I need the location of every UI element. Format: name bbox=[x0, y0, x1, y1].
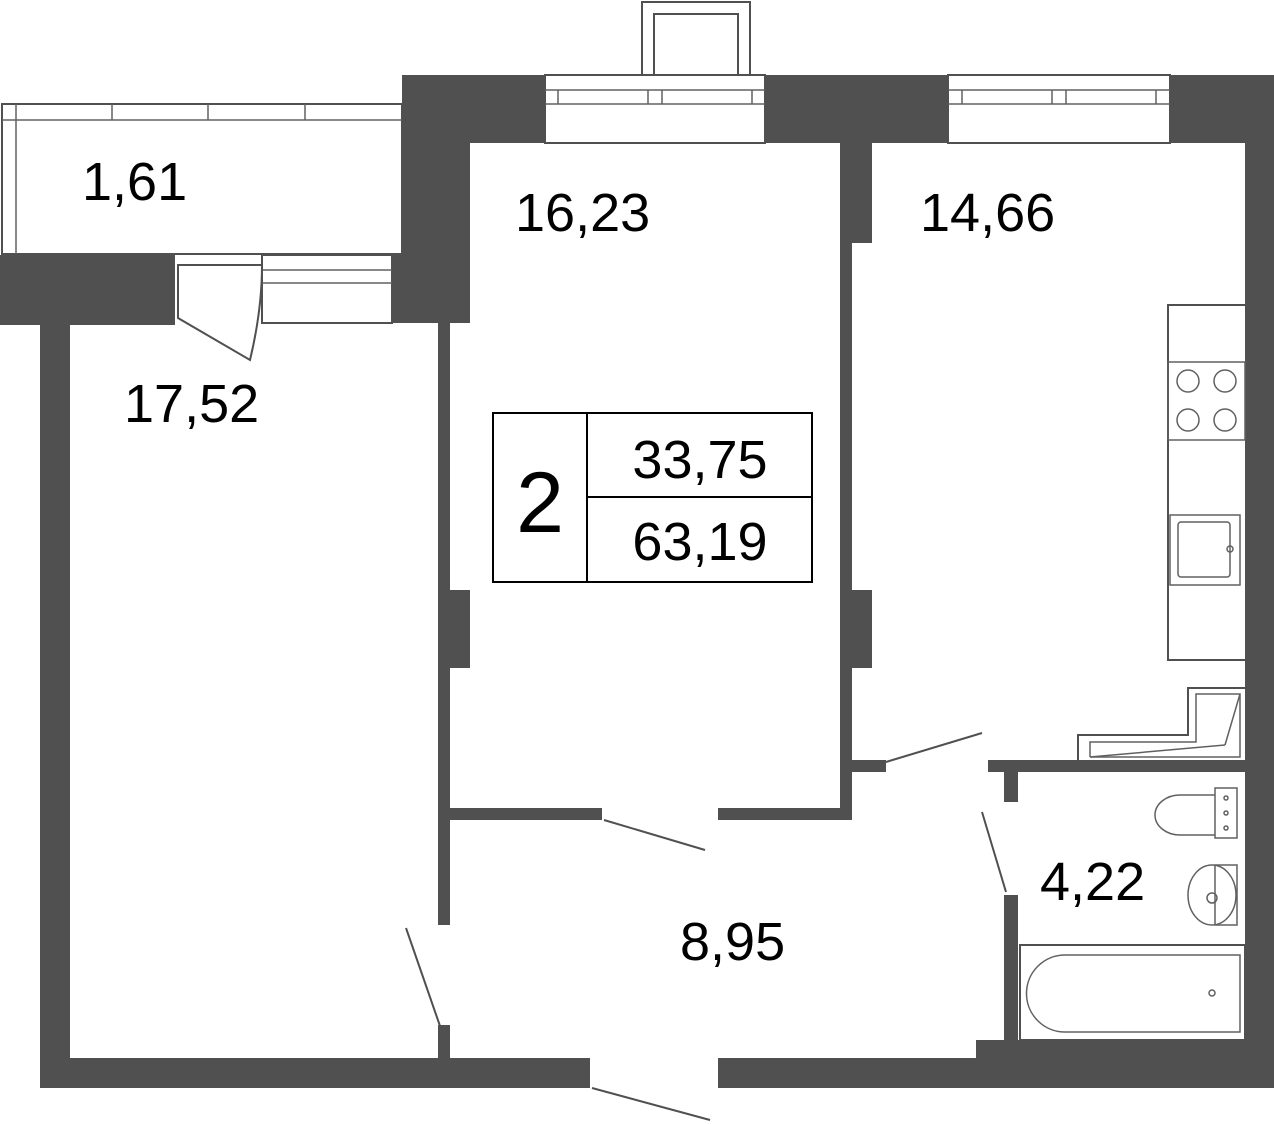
ventilation-shaft bbox=[1077, 687, 1245, 760]
kitchen-area-label: 14,66 bbox=[920, 183, 1055, 243]
walls bbox=[0, 75, 1274, 1088]
living-area-label: 17,52 bbox=[124, 374, 259, 434]
bathroom-fixtures bbox=[1019, 787, 1246, 1041]
balcony bbox=[1, 103, 403, 255]
area-summary-table bbox=[492, 412, 813, 583]
hall-area-label: 8,95 bbox=[680, 912, 785, 972]
kitchen-counter bbox=[1167, 304, 1246, 661]
window-kitchen bbox=[947, 74, 1171, 144]
balcony-area-label: 1,61 bbox=[82, 152, 187, 212]
window-bedroom bbox=[544, 1, 766, 144]
doors bbox=[177, 264, 1007, 1121]
bedroom-area-label: 16,23 bbox=[515, 183, 650, 243]
total-area: 63,19 bbox=[632, 512, 767, 572]
bathroom-area-label: 4,22 bbox=[1040, 852, 1145, 912]
living-area-total: 33,75 bbox=[632, 430, 767, 490]
window-balcony-door bbox=[261, 254, 393, 324]
rooms-count: 2 bbox=[516, 455, 564, 551]
